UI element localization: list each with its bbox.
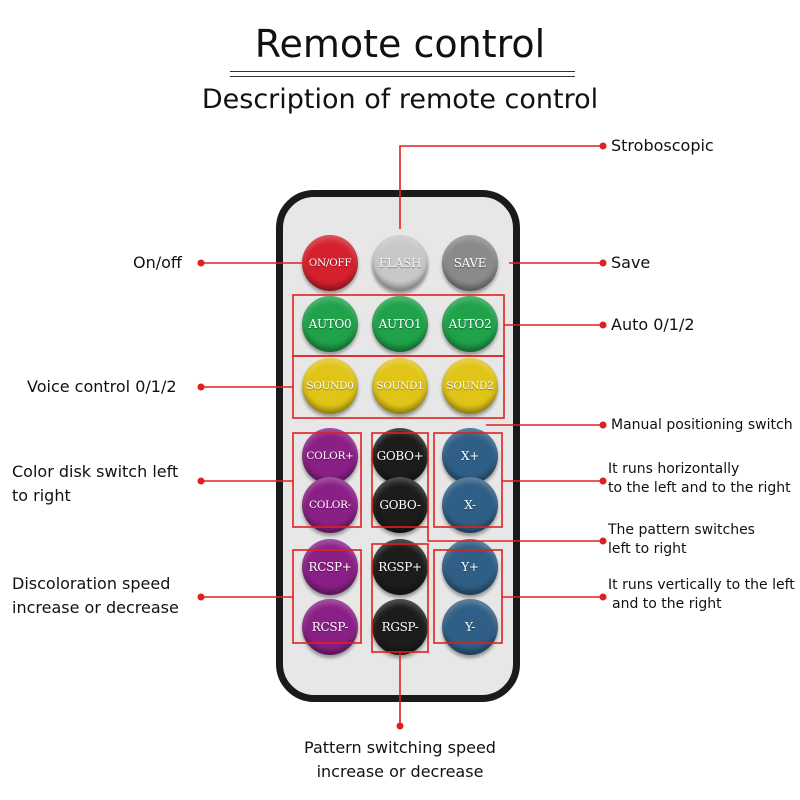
- title-rule-top: [230, 71, 575, 72]
- auto-label: Auto 0/1/2: [611, 315, 695, 334]
- y-plus-button[interactable]: Y+: [442, 539, 498, 595]
- color-disk-line-1: Color disk switch left: [12, 462, 179, 481]
- stroboscopic-label: Stroboscopic: [611, 136, 714, 155]
- pattern-speed-line-1: Pattern switching speed: [304, 738, 496, 757]
- sound0-button-label: SOUND0: [306, 380, 354, 392]
- sound1-button[interactable]: SOUND1: [372, 358, 428, 414]
- stroboscopic-dot: [599, 142, 607, 150]
- gobo-minus-button-label: GOBO-: [379, 498, 421, 512]
- vertical-dot: [599, 593, 607, 601]
- flash-button-label: FLASH: [378, 256, 422, 270]
- pattern-speed-line-2: increase or decrease: [316, 762, 484, 781]
- vertical-line-2: and to the right: [612, 596, 722, 612]
- page-title: Remote control: [254, 22, 546, 66]
- color-minus-button-label: COLOR-: [309, 499, 351, 511]
- onoff-dot: [197, 259, 205, 267]
- rgsp-minus-button-label: RGSP-: [381, 620, 419, 634]
- title-rule-bottom: [230, 76, 575, 77]
- horizontal-label: It runs horizontally to the left and to …: [608, 460, 791, 498]
- manual-positioning-label: Manual positioning switch: [611, 417, 793, 433]
- rgsp-plus-button-label: RGSP+: [378, 560, 422, 574]
- rcsp-plus-button[interactable]: RCSP+: [302, 539, 358, 595]
- discoloration-line-1: Discoloration speed: [12, 574, 171, 593]
- voice-dot: [197, 383, 205, 391]
- flash-button[interactable]: FLASH: [372, 235, 428, 291]
- horizontal-line-1: It runs horizontally: [608, 461, 740, 477]
- color-disk-label: Color disk switch left to right: [12, 460, 178, 508]
- save-button-label: SAVE: [453, 256, 487, 270]
- pattern-speed-label: Pattern switching speed increase or decr…: [250, 736, 550, 784]
- on-off-label: On/off: [133, 253, 182, 272]
- y-minus-button[interactable]: Y-: [442, 599, 498, 655]
- gobo-plus-button-label: GOBO+: [376, 449, 424, 463]
- color-disk-dot: [197, 477, 205, 485]
- discolor-dot: [197, 593, 205, 601]
- y-minus-button-label: Y-: [464, 620, 476, 634]
- horizontal-line-2: to the left and to the right: [608, 480, 791, 496]
- auto2-button-label: AUTO2: [448, 317, 492, 331]
- save-label: Save: [611, 253, 651, 272]
- sound1-button-label: SOUND1: [376, 380, 424, 392]
- gobo-plus-button[interactable]: GOBO+: [372, 428, 428, 484]
- color-plus-button-label: COLOR+: [306, 450, 354, 462]
- rgsp-plus-button[interactable]: RGSP+: [372, 539, 428, 595]
- y-plus-button-label: Y+: [461, 560, 479, 574]
- sound2-button-label: SOUND2: [446, 380, 494, 392]
- gobo-minus-button[interactable]: GOBO-: [372, 477, 428, 533]
- x-minus-button-label: X-: [464, 498, 476, 512]
- save-dot: [599, 259, 607, 267]
- auto1-button-label: AUTO1: [378, 317, 422, 331]
- pattern-dot: [599, 537, 607, 545]
- horizontal-dot: [599, 477, 607, 485]
- discoloration-line-2: increase or decrease: [12, 598, 179, 617]
- discoloration-speed-label: Discoloration speed increase or decrease: [12, 572, 179, 620]
- onoff-button-label: ON/OFF: [308, 257, 352, 269]
- x-minus-button[interactable]: X-: [442, 477, 498, 533]
- vertical-label: It runs vertically to the left and to th…: [608, 576, 795, 614]
- color-disk-line-2: to right: [12, 486, 71, 505]
- pattern-speed-dot: [396, 722, 404, 730]
- sound0-button[interactable]: SOUND0: [302, 358, 358, 414]
- pattern-switch-label: The pattern switches left to right: [608, 521, 755, 559]
- page-subtitle: Description of remote control: [201, 84, 599, 115]
- auto0-button-label: AUTO0: [308, 317, 352, 331]
- rcsp-plus-button-label: RCSP+: [308, 560, 352, 574]
- auto-dot: [599, 321, 607, 329]
- save-button[interactable]: SAVE: [442, 235, 498, 291]
- x-plus-button-label: X+: [461, 449, 479, 463]
- color-minus-button[interactable]: COLOR-: [302, 477, 358, 533]
- voice-control-label: Voice control 0/1/2: [27, 377, 177, 396]
- sound2-button[interactable]: SOUND2: [442, 358, 498, 414]
- vertical-line-1: It runs vertically to the left: [608, 577, 795, 593]
- pattern-switch-line-1: The pattern switches: [608, 522, 755, 538]
- pattern-switch-line-2: left to right: [608, 541, 687, 557]
- rcsp-minus-button[interactable]: RCSP-: [302, 599, 358, 655]
- auto2-button[interactable]: AUTO2: [442, 296, 498, 352]
- manual-dot: [599, 421, 607, 429]
- rcsp-minus-button-label: RCSP-: [311, 620, 349, 634]
- rgsp-minus-button[interactable]: RGSP-: [372, 599, 428, 655]
- auto0-button[interactable]: AUTO0: [302, 296, 358, 352]
- x-plus-button[interactable]: X+: [442, 428, 498, 484]
- auto1-button[interactable]: AUTO1: [372, 296, 428, 352]
- color-plus-button[interactable]: COLOR+: [302, 428, 358, 484]
- onoff-button[interactable]: ON/OFF: [302, 235, 358, 291]
